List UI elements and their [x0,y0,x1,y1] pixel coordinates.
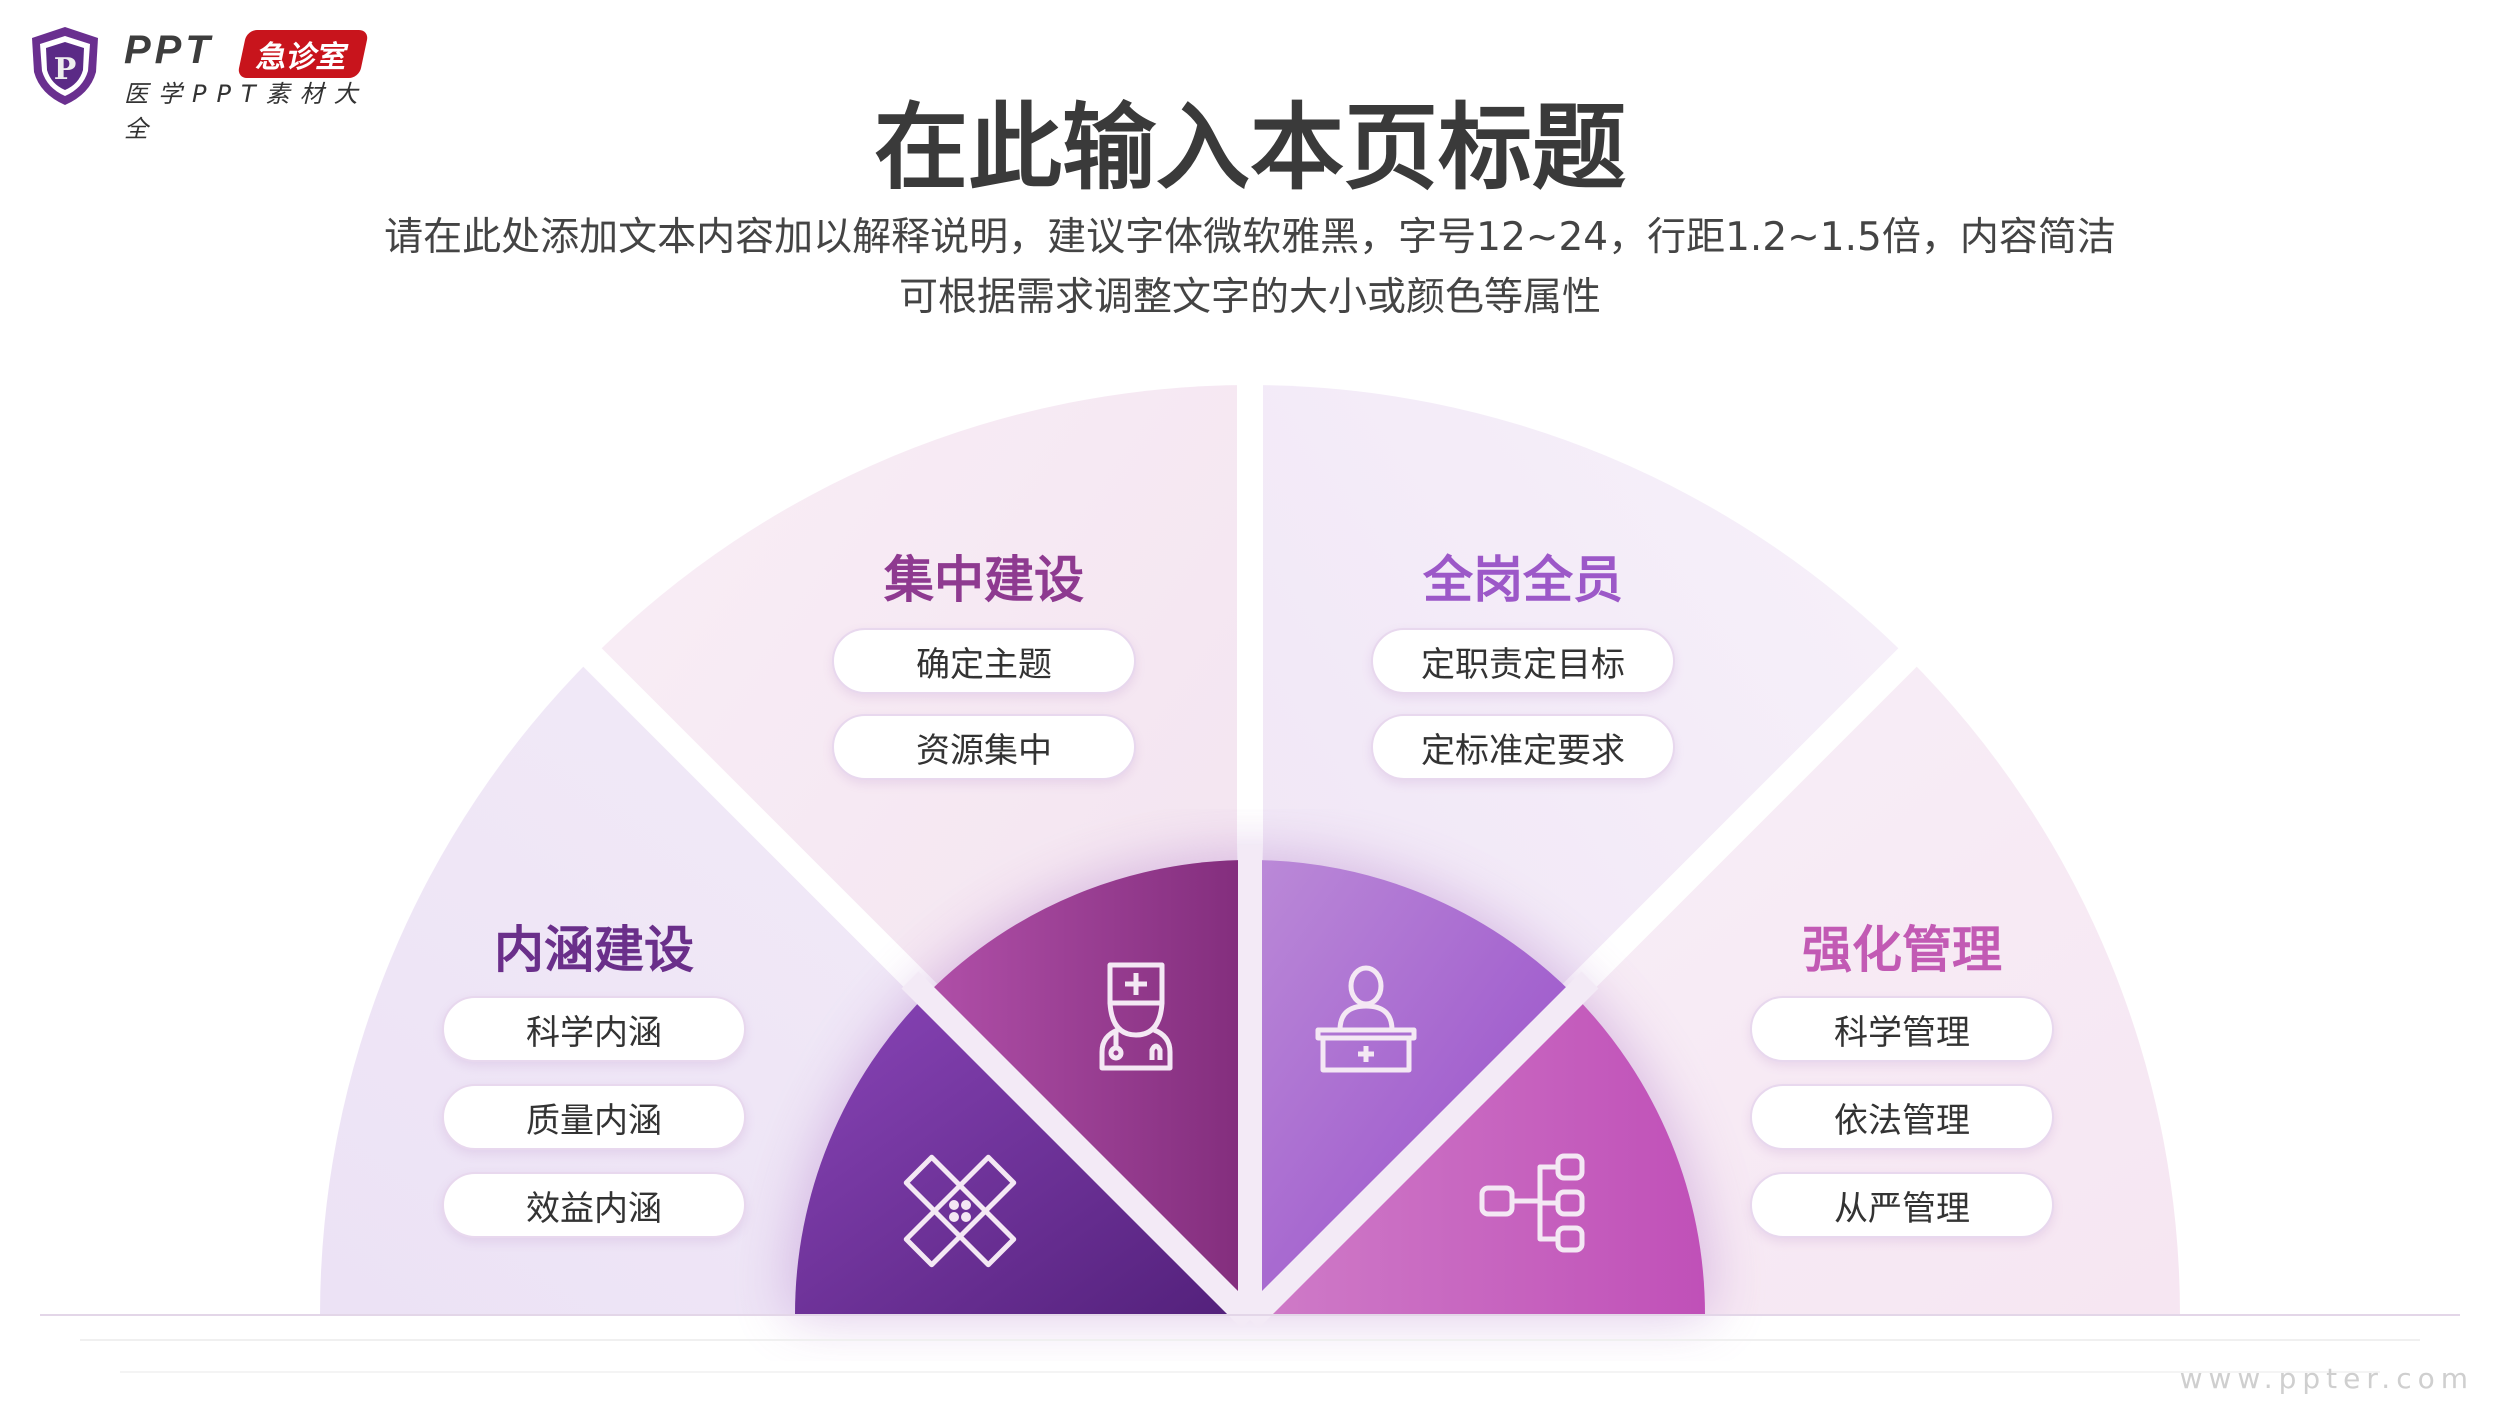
section-item[interactable]: 依法管理 [1750,1084,2054,1150]
section-item[interactable]: 定职责定目标 [1371,628,1675,694]
svg-text:P: P [54,52,77,87]
section-item[interactable]: 科学内涵 [442,996,746,1062]
section-item[interactable]: 资源集中 [832,714,1136,780]
section-item[interactable]: 效益内涵 [442,1172,746,1238]
inner-dividers [901,845,1599,1329]
subtitle-line-1: 请在此处添加文本内容加以解释说明，建议字体微软雅黑，字号12~24，行距1.2~… [384,215,2116,260]
section-title-quangang: 全岗全员 [1423,551,1623,609]
section-title-neihan: 内涵建设 [494,921,694,979]
section-item[interactable]: 定标准定要求 [1371,714,1675,780]
section-item[interactable]: 质量内涵 [442,1084,746,1150]
section-title-jizhong: 集中建设 [884,551,1084,609]
doctor-icon [1099,962,1173,1071]
logo: P PPT 急诊室 医学PPT素材大全 [28,24,388,143]
watermark: www.ppter.com [2179,1362,2474,1395]
shield-logo-icon: P [32,27,98,105]
inner-sector-top-left [928,859,1250,1315]
hierarchy-icon [1479,1153,1585,1253]
subtitle-line-2: 可根据需求调整文字的大小或颜色等属性 [898,275,1601,320]
page-title: 在此输入本页标题 [873,94,1626,203]
reception-desk-icon [1315,965,1417,1073]
section-title-qianghua: 强化管理 [1802,921,2002,979]
bandage-icon [903,1154,1017,1268]
inner-sector-top-right [1250,859,1572,1315]
section-item[interactable]: 确定主题 [832,628,1136,694]
section-item[interactable]: 科学管理 [1750,996,2054,1062]
section-item[interactable]: 从严管理 [1750,1172,2054,1238]
inner-sector-right [1250,993,1706,1315]
